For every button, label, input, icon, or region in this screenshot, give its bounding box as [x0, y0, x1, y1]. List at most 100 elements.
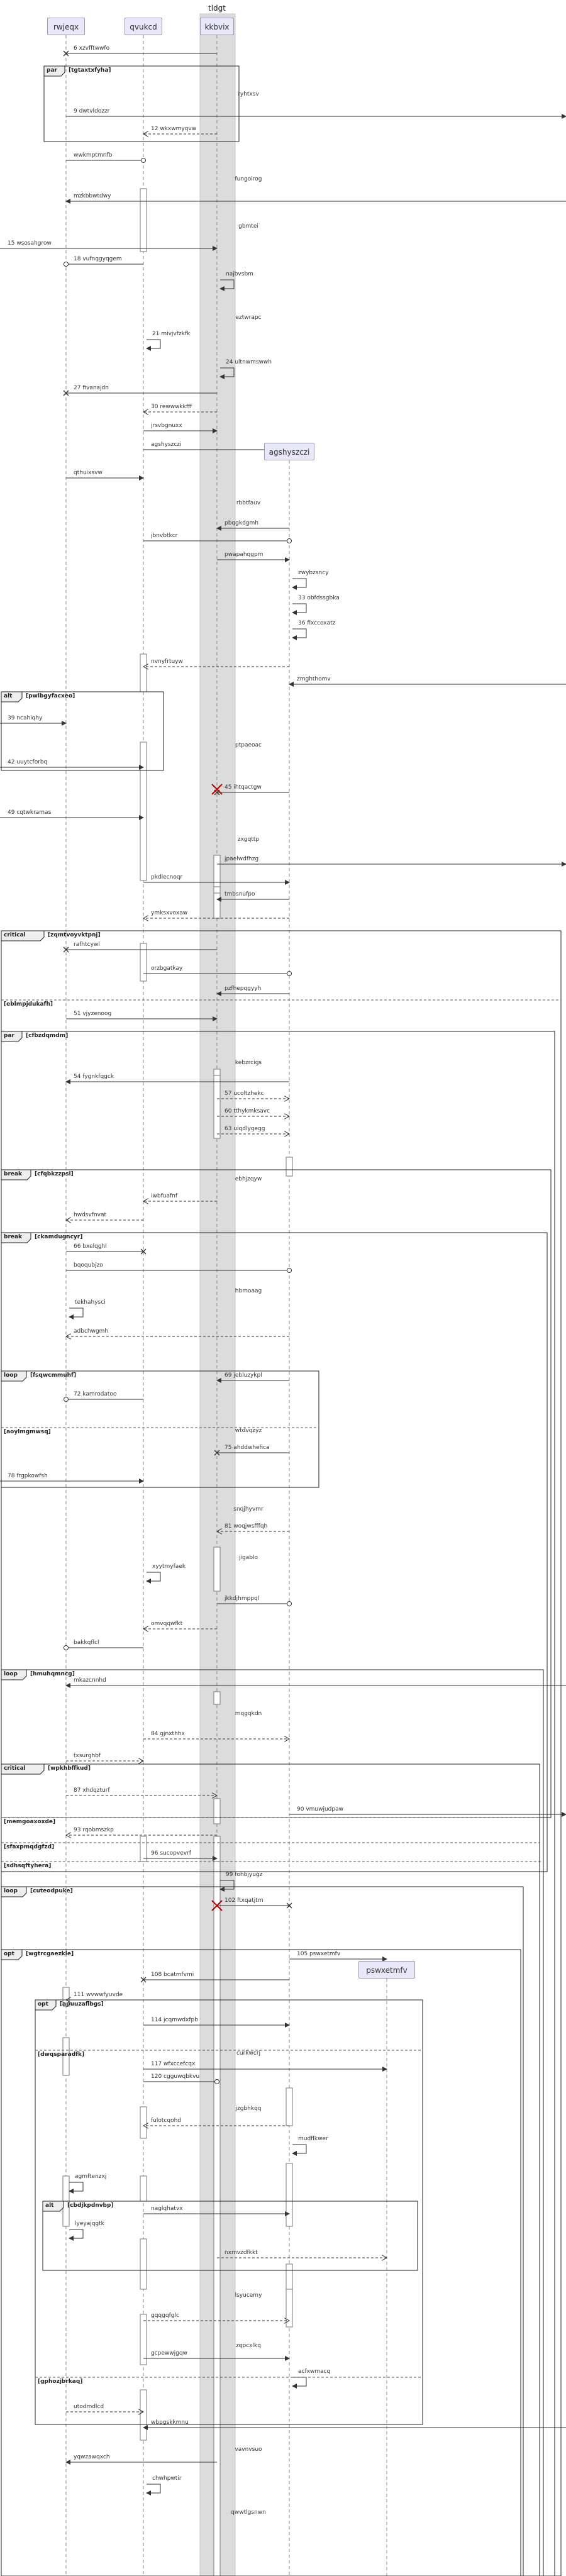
message-label: iwbfuafnf	[151, 1193, 178, 1199]
fragment-condition: [cbdjkpdnvbp]	[67, 2202, 114, 2209]
fragment-guard: [sfaxpmqdgfzd]	[4, 1844, 55, 1850]
message-label: jrsvbgnuxx	[151, 423, 182, 429]
activation-bar	[213, 892, 221, 919]
note-text: mqgqkdn	[235, 1711, 262, 1717]
message-label: 12 wkxwmyqvw	[151, 126, 197, 132]
fragment-tab	[1, 691, 23, 702]
fragment-condition: [apuuzaflbgs]	[60, 2001, 104, 2007]
fragment-tab	[1, 1763, 45, 1775]
fragment-tab	[1, 930, 45, 941]
fragment-kind: par	[4, 1033, 14, 1039]
message-label: 6 xzvfftwwfo	[74, 45, 110, 52]
fragment-tab	[1, 1949, 23, 1960]
message-label: wwkmptmnfb	[74, 152, 113, 158]
message-label: hwdsvfnvat	[74, 1212, 107, 1218]
message-label: jbnvbtkcr	[151, 533, 178, 539]
note-text: gbmtei	[238, 223, 258, 230]
fragment-kind: loop	[4, 1671, 18, 1677]
message-label: 49 cqtwkramas	[8, 809, 52, 816]
message-label: utodmdlcd	[74, 2404, 104, 2410]
message-label: jkkdjhmppql	[225, 1596, 260, 1602]
message-label: mkazcnnhd	[74, 1677, 106, 1684]
fragment-frame	[1, 1949, 521, 2576]
activation-bar	[213, 1691, 221, 1705]
fragment-condition: [wgtrcgaezkle]	[26, 1951, 74, 1957]
fragment-tab	[1, 1232, 31, 1243]
fragment-condition: [pwlbgyfacxeo]	[26, 693, 75, 699]
note-text: qwwtlgsnwn	[231, 2509, 266, 2516]
swimlane-title: tldgt	[208, 4, 226, 13]
activation-bar	[140, 2175, 147, 2202]
activation-bar	[140, 653, 147, 692]
fragment-condition: [tgtaxtxfyha]	[69, 67, 111, 74]
fragment-condition: [zqmtvoyvktpnj]	[48, 932, 101, 938]
message-label: 36 fixccoxatz	[298, 620, 336, 626]
fragment-condition: [hmuhqmncg]	[30, 1671, 75, 1677]
message-label: agmftenzxj	[75, 2174, 107, 2180]
message-label: 33 obfdssgbka	[298, 595, 340, 601]
message-label: 87 xhdqzturf	[74, 1787, 110, 1794]
message-label: agshyszczi	[151, 441, 182, 448]
message-label: xyytmyfaek	[152, 1563, 186, 1570]
fragment-kind: opt	[38, 2001, 48, 2007]
message-label: zmghthomv	[297, 676, 331, 682]
message-label: naglqhatvx	[151, 2206, 183, 2212]
message-label: mzkbbwtdwy	[74, 193, 111, 199]
activation-bar	[140, 2238, 147, 2290]
message-label: 96 sucopvevrf	[151, 1850, 191, 1857]
fragment-frame	[42, 2201, 418, 2271]
message-label: 21 mivjvfzkfk	[152, 331, 191, 337]
fragment-frame	[1, 1669, 544, 2576]
message-label: 9 dwtvldozzr	[74, 108, 110, 114]
activation-bar	[213, 1546, 221, 1592]
message-label: 75 ahddwhefica	[225, 1445, 270, 1451]
activation-bar	[286, 2087, 293, 2126]
message-label: zwybzsncy	[298, 570, 329, 576]
fragment-guard: [memgoaxoxde]	[4, 1819, 56, 1825]
activation-bar	[62, 1987, 70, 2007]
fragment-guard: [sdhsqftyhera]	[4, 1863, 52, 1869]
message-label: 78 frgpkowfsh	[8, 1473, 48, 1479]
participant-p2: qvukcd	[125, 18, 162, 35]
message-label: 90 vmuwjudpaw	[297, 1806, 343, 1813]
message-label: 39 ncahiqhy	[8, 715, 43, 721]
message-label: 27 fivanajdn	[74, 385, 109, 391]
fragment-tab	[1, 1031, 23, 1042]
message-label: 63 uiqdlygegg	[225, 1126, 265, 1132]
note-text: ptpaeoac	[235, 742, 262, 748]
message-label: 51 vjyzenoog	[74, 1011, 112, 1017]
message-label: pkdlecnoqr	[151, 874, 183, 880]
self-message-arrow	[292, 578, 307, 590]
message-label: 120 cgguwqbkvu	[151, 2074, 200, 2080]
message-label: txsurghbf	[74, 1753, 101, 1759]
message-label: ymksxvoxaw	[151, 910, 188, 916]
message-label: najbvsbm	[226, 271, 253, 277]
message-label: gcpewwjgqw	[151, 2350, 187, 2357]
fragment-tab	[1, 1886, 27, 1897]
message-label: rafhtcywl	[74, 941, 100, 948]
activation-bar	[140, 741, 147, 881]
activation-bar	[286, 2163, 293, 2227]
fragment-kind: loop	[4, 1372, 18, 1379]
note-text: vavnvsuo	[235, 2446, 262, 2453]
fragment-kind: break	[4, 1171, 23, 1177]
fragment-guard: [gphozjbrkaq]	[38, 2379, 83, 2385]
self-message-arrow	[219, 279, 235, 291]
message-label: orzbgatkay	[151, 965, 183, 972]
note-text: fungoirog	[235, 176, 262, 182]
note-text: ebhjzqyw	[235, 1176, 262, 1182]
fragment-frame	[1, 1232, 548, 1872]
message-label: 54 fygnkfqgck	[74, 1074, 114, 1080]
fragment-kind: alt	[4, 693, 13, 699]
message-label: fulotcqohd	[151, 2118, 181, 2124]
note-text: snqjhyvmr	[233, 1506, 264, 1513]
activation-bar	[286, 1157, 293, 1177]
message-label: 111 wvwwfyuvde	[74, 1992, 123, 1998]
self-message-arrow	[292, 603, 307, 615]
activation-bar	[213, 1861, 221, 2576]
message-label: 15 wsosahgrow	[8, 240, 52, 247]
fragment-guard: [dwqsparadfk]	[38, 2051, 85, 2058]
message-label: 114 jcqmwdxfpb	[151, 2017, 198, 2023]
fragment-kind: opt	[4, 1951, 14, 1957]
message-label: 81 woqjwsfffqh	[225, 1523, 268, 1530]
